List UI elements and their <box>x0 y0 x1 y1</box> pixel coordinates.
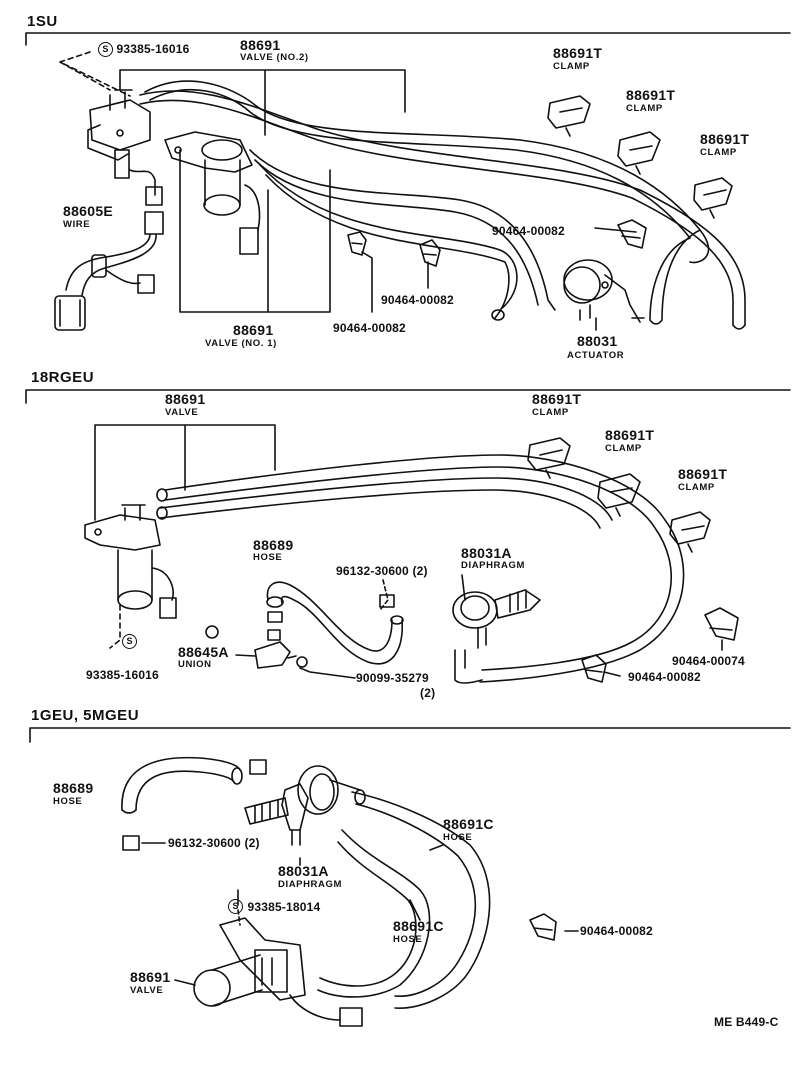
clamp-s2-2 <box>597 473 641 517</box>
hose-s2-name: HOSE <box>253 552 283 563</box>
clip-s1-b <box>419 239 441 267</box>
clamp-s2-3-number: 88691T <box>678 466 728 482</box>
hose-s3-name: HOSE <box>53 796 83 807</box>
hose-c1-number: 88691C <box>443 816 494 832</box>
clip-s1-a <box>347 231 367 256</box>
clip-s2-a <box>704 607 739 641</box>
section-frame-1geu <box>29 727 791 743</box>
section-frame-18rgeu <box>25 389 791 404</box>
diaphragm-s2-art <box>452 589 541 649</box>
clip-s2-b <box>581 654 607 683</box>
screw-s2-number: 93385-16016 <box>86 668 159 682</box>
hose-s2-art <box>266 581 404 665</box>
hose-s2-number: 88689 <box>253 537 294 553</box>
wire-name: WIRE <box>63 219 91 230</box>
valve-s3-number: 88691 <box>130 969 171 985</box>
valve-no2-name: VALVE (NO.2) <box>240 52 309 63</box>
section-title-18rgeu: 18RGEU <box>31 369 95 386</box>
valve-no2-art <box>87 89 163 206</box>
union-s2-art <box>254 629 297 669</box>
screw-label-s1: S 93385-16016 <box>98 42 190 58</box>
clamp-s1-2-number: 88691T <box>626 87 676 103</box>
part-number: 93385-18014 <box>247 900 321 914</box>
clamp-s1-1-number: 88691T <box>553 45 603 61</box>
clamp-s2-2-number: 88691T <box>605 427 655 443</box>
wire-number: 88605E <box>63 203 114 219</box>
clamp-s1-3 <box>693 177 733 219</box>
diaphragm-s3-number: 88031A <box>278 863 329 879</box>
hose-c1-name: HOSE <box>443 832 473 843</box>
hose-c2-name: HOSE <box>393 934 423 945</box>
valve-no2-number: 88691 <box>240 37 281 53</box>
diaphragm-s2-number: 88031A <box>461 545 512 561</box>
band-s2-number: 96132-30600 (2) <box>336 564 428 578</box>
clamp-s1-1 <box>547 95 591 137</box>
clamp-s1-1-name: CLAMP <box>553 61 590 72</box>
clip-s1-c <box>617 219 647 249</box>
clip-s1-c-number: 90464-00082 <box>492 224 565 238</box>
clamp-s1-2-name: CLAMP <box>626 103 663 114</box>
clip-s2-b-number: 90464-00082 <box>628 670 701 684</box>
clip-s1-a-number: 90464-00082 <box>333 321 406 335</box>
valve-no1-number: 88691 <box>233 322 274 338</box>
clip-s3-art <box>529 913 557 941</box>
screw-symbol-icon: S <box>122 634 137 650</box>
union-number: 88645A <box>178 644 229 660</box>
band2-s2-qty: (2) <box>420 686 436 700</box>
screw-symbol-s2: S <box>122 633 137 651</box>
valve-s2-name: VALVE <box>165 407 199 418</box>
clamp-s1-3-name: CLAMP <box>700 147 737 158</box>
clip-s1-b-number: 90464-00082 <box>381 293 454 307</box>
band-s2-b <box>296 656 308 668</box>
hose-c2-number: 88691C <box>393 918 444 934</box>
union-name: UNION <box>178 659 212 670</box>
band-s3-a <box>249 759 267 775</box>
hose-s3-art <box>121 756 243 814</box>
section-frame-1su <box>25 32 791 46</box>
clamp-s2-1-name: CLAMP <box>532 407 569 418</box>
valve-no1-name: VALVE (NO. 1) <box>205 338 277 349</box>
screw-symbol-icon: S <box>228 899 243 915</box>
clamp-s2-1-number: 88691T <box>532 391 582 407</box>
clamp-s2-1 <box>527 437 571 479</box>
clamp-s1-2 <box>617 131 661 175</box>
clamp-s2-3-name: CLAMP <box>678 482 715 493</box>
valve-no1-art <box>164 131 261 255</box>
screw-symbol-icon: S <box>98 42 113 58</box>
actuator-number: 88031 <box>577 333 618 349</box>
section-title-1su: 1SU <box>27 13 58 30</box>
actuator-name: ACTUATOR <box>567 350 625 361</box>
band-s3-b <box>122 835 140 851</box>
diaphragm-s2-name: DIAPHRAGM <box>461 560 525 571</box>
valve-s2-number: 88691 <box>165 391 206 407</box>
hose-s3-number: 88689 <box>53 780 94 796</box>
screw-s3-label: S 93385-18014 <box>228 898 320 916</box>
clamp-s1-3-number: 88691T <box>700 131 750 147</box>
actuator-88031-art <box>563 259 645 323</box>
valve-s2-art <box>84 504 177 619</box>
diaphragm-s3-art <box>244 765 339 846</box>
clamp-s2-2-name: CLAMP <box>605 443 642 454</box>
clamp-s2-3 <box>669 511 711 553</box>
wire-88605e-art <box>54 211 164 331</box>
band-s3-number: 96132-30600 (2) <box>168 836 260 850</box>
band2-s2-number: 90099-35279 <box>356 671 429 685</box>
valve-s3-art <box>193 917 363 1027</box>
band-s2-d <box>267 611 283 623</box>
section-title-1geu-5mgeu: 1GEU, 5MGEU <box>31 707 140 724</box>
diaphragm-s3-name: DIAPHRAGM <box>278 879 342 890</box>
valve-s3-name: VALVE <box>130 985 164 996</box>
drawing-code: ME B449-C <box>714 1015 779 1029</box>
clip-s3-number: 90464-00082 <box>580 924 653 938</box>
part-number: 93385-16016 <box>116 42 190 56</box>
band-s2-a <box>205 625 219 639</box>
clip-s2-a-number: 90464-00074 <box>672 654 745 668</box>
